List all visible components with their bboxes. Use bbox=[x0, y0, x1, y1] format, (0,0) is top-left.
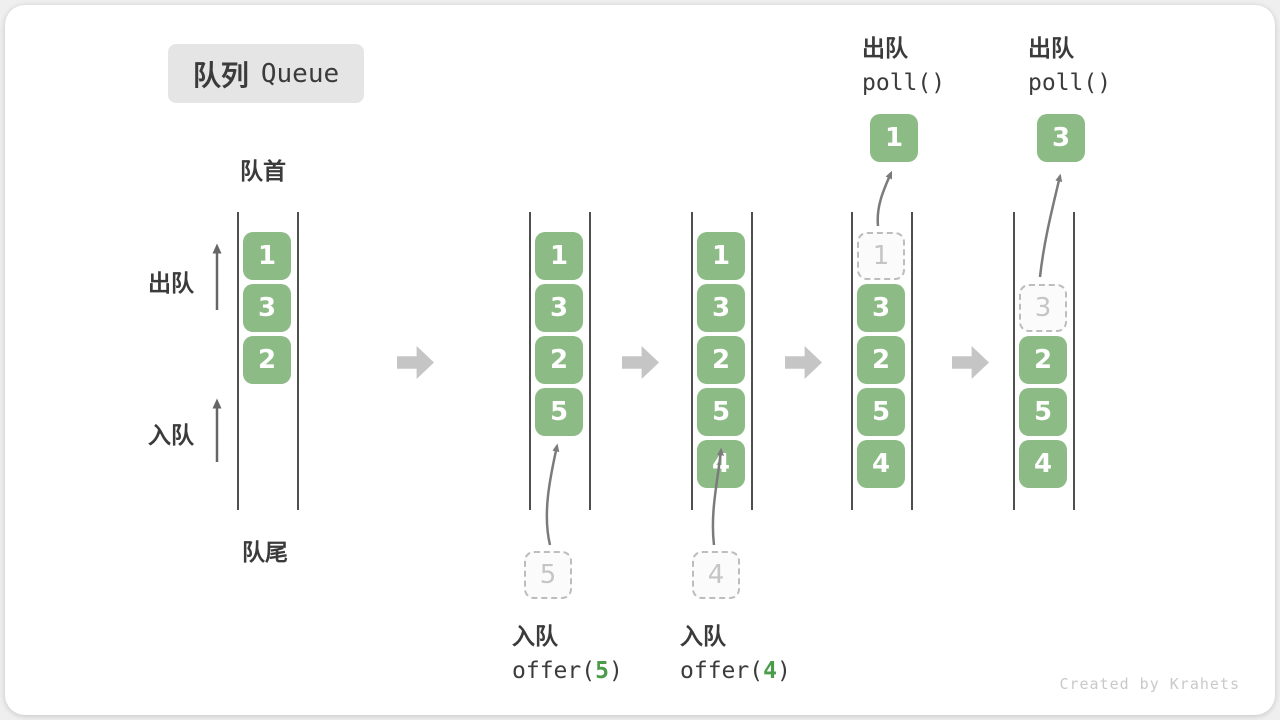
queue-wall-right bbox=[1073, 212, 1075, 510]
queue-cell: 3 bbox=[857, 284, 905, 332]
operation-label: 入队 bbox=[512, 624, 558, 650]
operation-offer-4: 入队 offer(4) bbox=[680, 617, 791, 684]
operation-code: offer(4) bbox=[680, 658, 791, 684]
queue-cell: 5 bbox=[857, 388, 905, 436]
operation-label: 出队 bbox=[862, 36, 908, 62]
title-badge: 队列 Queue bbox=[168, 44, 364, 103]
queue-wall-left bbox=[237, 212, 239, 510]
queue-cell-ghost: 1 bbox=[857, 232, 905, 280]
queue-cell: 2 bbox=[857, 336, 905, 384]
title-zh: 队列 bbox=[192, 58, 249, 92]
dequeue-value-box: 3 bbox=[1037, 114, 1085, 162]
queue-wall-right bbox=[751, 212, 753, 510]
code-pre: poll() bbox=[862, 70, 946, 96]
queue-cell: 3 bbox=[243, 284, 291, 332]
label-dequeue: 出队 bbox=[148, 271, 194, 297]
operation-code: offer(5) bbox=[512, 658, 623, 684]
code-pre: offer( bbox=[680, 658, 764, 684]
queue-cell: 2 bbox=[1019, 336, 1067, 384]
queue-wall-right bbox=[297, 212, 299, 510]
queue-wall-left bbox=[851, 212, 853, 510]
queue-cell-ghost: 3 bbox=[1019, 284, 1067, 332]
title-en: Queue bbox=[260, 58, 340, 89]
queue-cell: 4 bbox=[857, 440, 905, 488]
queue-cell: 3 bbox=[697, 284, 745, 332]
queue-wall-left bbox=[1013, 212, 1015, 510]
queue-cell: 1 bbox=[697, 232, 745, 280]
code-pre: poll() bbox=[1028, 70, 1112, 96]
code-post: ) bbox=[608, 658, 623, 684]
queue-cell: 5 bbox=[1019, 388, 1067, 436]
operation-code: poll() bbox=[1028, 70, 1111, 96]
queue-cell: 3 bbox=[535, 284, 583, 332]
code-pre: offer( bbox=[512, 658, 596, 684]
watermark: Created by Krahets bbox=[1059, 675, 1240, 693]
label-queue-front: 队首 bbox=[240, 159, 286, 185]
label-queue-rear: 队尾 bbox=[242, 540, 288, 566]
enqueue-value-box: 5 bbox=[524, 551, 572, 599]
code-accent: 5 bbox=[595, 658, 609, 684]
queue-wall-right bbox=[589, 212, 591, 510]
operation-offer-5: 入队 offer(5) bbox=[512, 617, 623, 684]
operation-code: poll() bbox=[862, 70, 945, 96]
code-accent: 4 bbox=[763, 658, 777, 684]
code-post: ) bbox=[776, 658, 791, 684]
queue-cell: 1 bbox=[243, 232, 291, 280]
dequeue-value-box: 1 bbox=[870, 114, 918, 162]
queue-cell: 1 bbox=[535, 232, 583, 280]
queue-cell: 2 bbox=[535, 336, 583, 384]
queue-cell: 2 bbox=[243, 336, 291, 384]
operation-poll-2: 出队 poll() bbox=[1028, 29, 1111, 96]
enqueue-value-box: 4 bbox=[692, 551, 740, 599]
queue-wall-left bbox=[691, 212, 693, 510]
queue-cell: 5 bbox=[535, 388, 583, 436]
operation-label: 入队 bbox=[680, 624, 726, 650]
operation-poll-1: 出队 poll() bbox=[862, 29, 945, 96]
label-enqueue: 入队 bbox=[148, 423, 194, 449]
queue-cell: 4 bbox=[697, 440, 745, 488]
queue-cell: 2 bbox=[697, 336, 745, 384]
queue-wall-left bbox=[529, 212, 531, 510]
queue-cell: 4 bbox=[1019, 440, 1067, 488]
operation-label: 出队 bbox=[1028, 36, 1074, 62]
queue-cell: 5 bbox=[697, 388, 745, 436]
queue-wall-right bbox=[911, 212, 913, 510]
